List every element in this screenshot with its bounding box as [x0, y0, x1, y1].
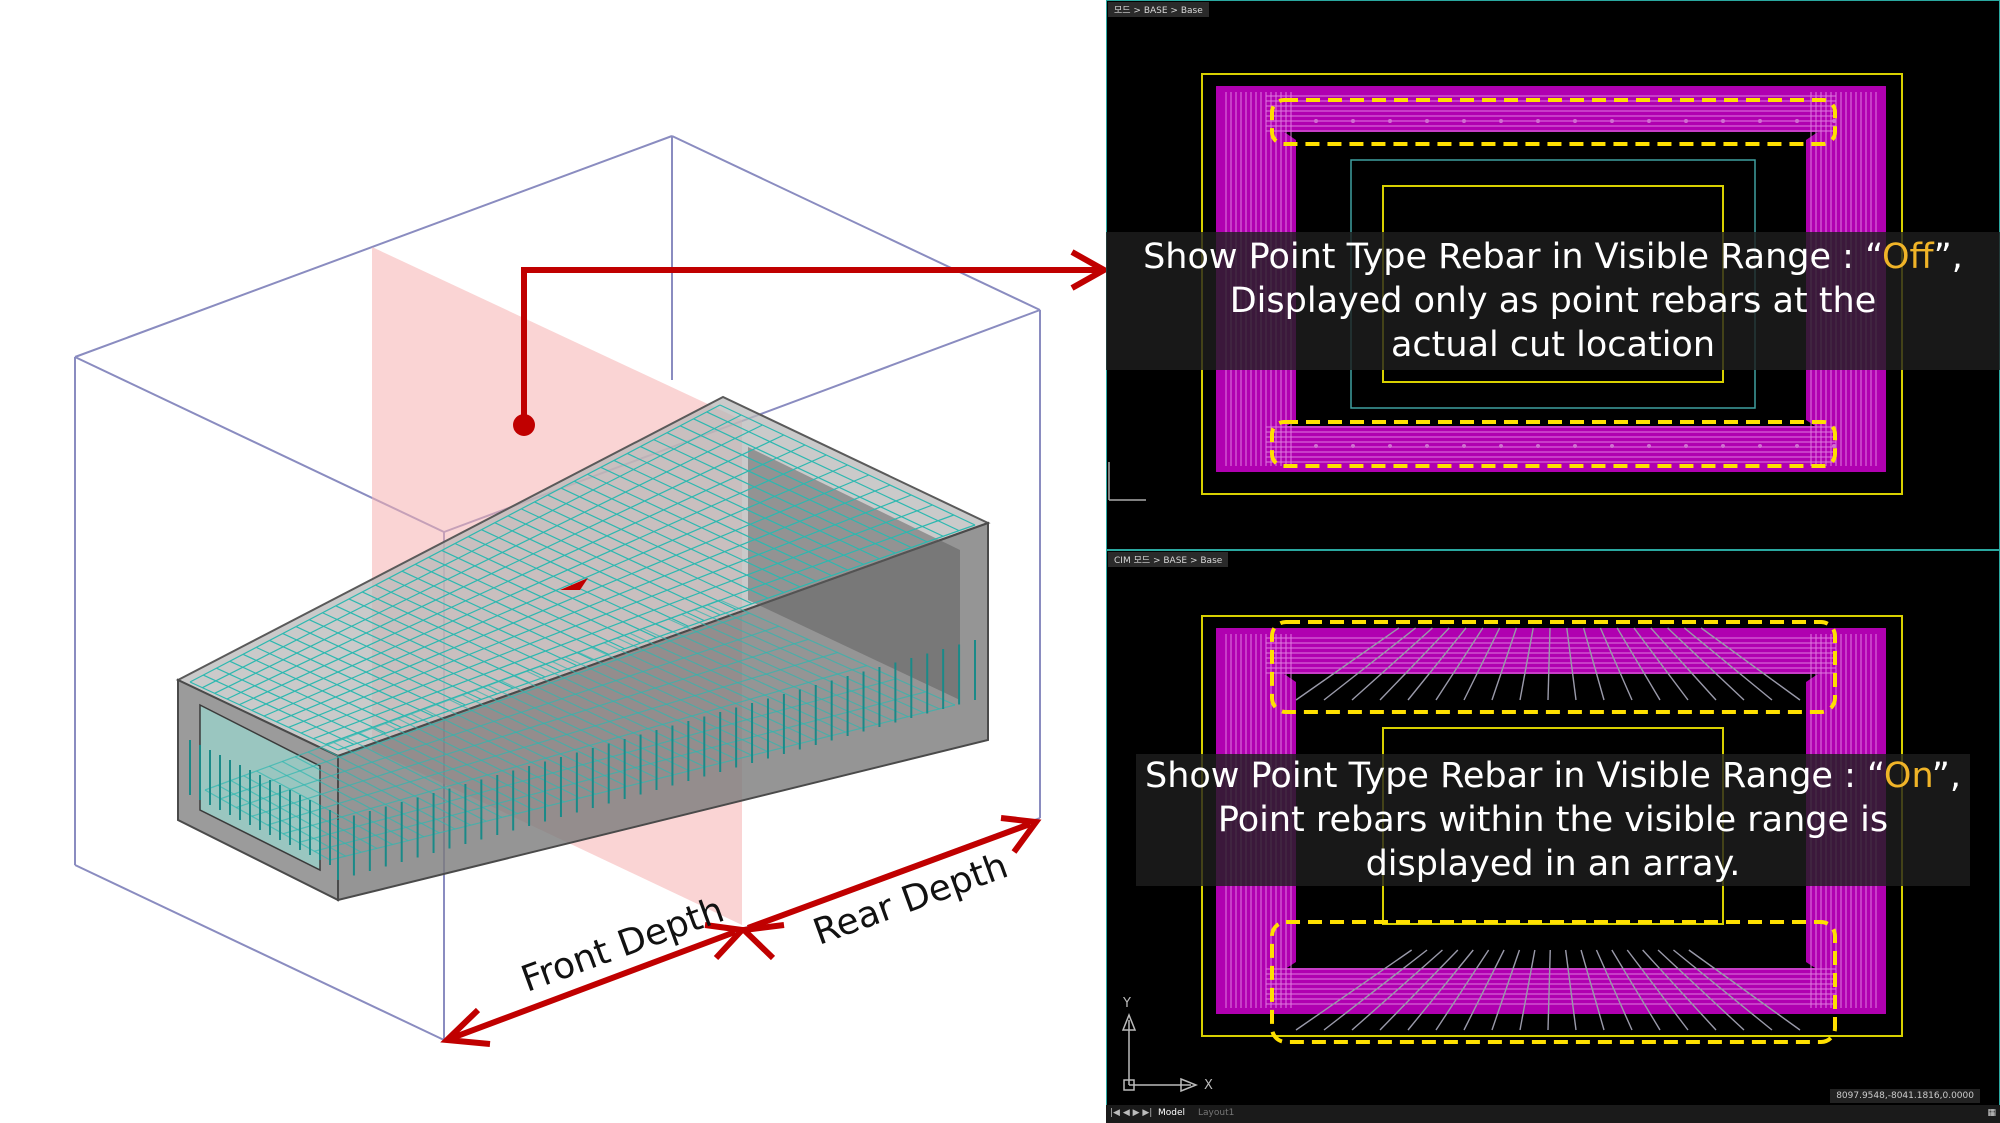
section-marker-icon: [560, 578, 588, 590]
leader-arrow: [513, 249, 1106, 436]
cad-view-on[interactable]: CIM 모드 > BASE > Base Y X Show Point Type…: [1106, 550, 2000, 1123]
coordinate-readout: 8097.9548,-8041.1816,0.0000: [1830, 1089, 1980, 1103]
highlight-box-top: [1270, 620, 1837, 714]
caption-off: Show Point Type Rebar in Visible Range :…: [1106, 232, 2000, 370]
rebar-grid: [189, 404, 976, 861]
highlight-box-bottom: [1270, 420, 1837, 468]
rear-depth-arrow: [737, 815, 1042, 961]
tab-model[interactable]: Model: [1158, 1108, 1186, 1118]
caption-on: Show Point Type Rebar in Visible Range :…: [1136, 754, 1970, 886]
breadcrumb[interactable]: CIM 모드 > BASE > Base: [1108, 552, 1229, 567]
ucs-axis-icon: [1121, 1012, 1199, 1093]
stirrups: [189, 640, 976, 880]
status-bar: |◀ ◀ ▶ ▶| Model Layout1 ▦: [1106, 1105, 2000, 1123]
axis-y-label: Y: [1123, 996, 1131, 1011]
highlight-box-bottom: [1270, 920, 1837, 1044]
highlight-box-top: [1270, 98, 1837, 146]
axis-x-label: X: [1204, 1078, 1213, 1093]
cad-view-off[interactable]: 모드 > BASE > Base Show Point Type Rebar i…: [1106, 0, 2000, 550]
tab-layout1[interactable]: Layout1: [1198, 1108, 1235, 1118]
nav-arrows-icon[interactable]: |◀ ◀ ▶ ▶|: [1110, 1108, 1153, 1118]
isometric-model: [74, 135, 1106, 1047]
section-drawing-off: [1106, 0, 2000, 550]
grid-icon[interactable]: ▦: [1987, 1108, 1996, 1118]
breadcrumb[interactable]: 모드 > BASE > Base: [1108, 2, 1209, 17]
